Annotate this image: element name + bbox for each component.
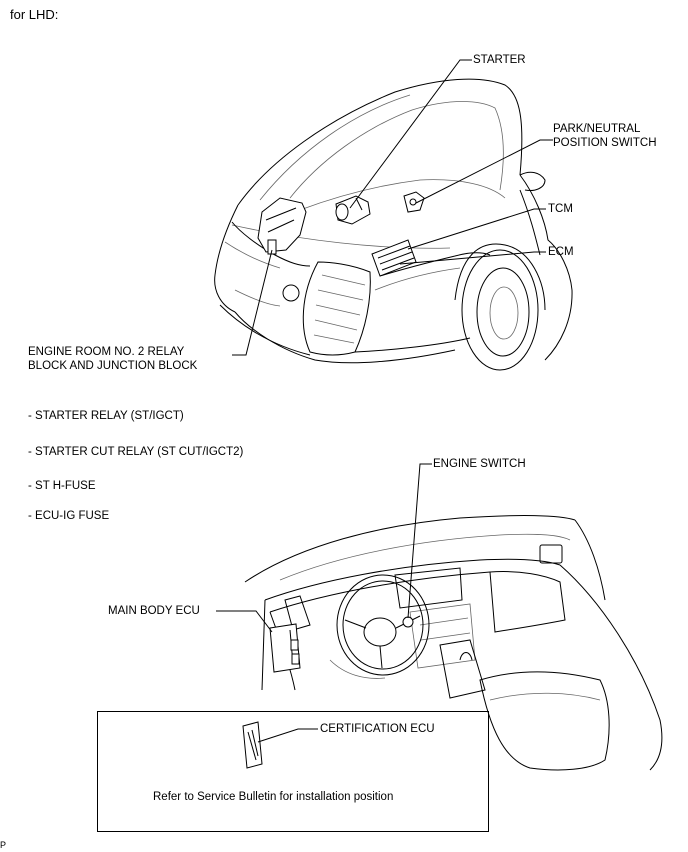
certification-ecu-part <box>242 721 263 769</box>
page-title: for LHD: <box>10 7 59 22</box>
relay-list-item: - STARTER CUT RELAY (ST CUT/IGCT2) <box>28 446 244 458</box>
label-park-neutral-line1: PARK/NEUTRAL <box>553 123 641 135</box>
label-park-neutral-line2: POSITION SWITCH <box>553 137 657 149</box>
ecm-part <box>371 239 417 277</box>
label-starter: STARTER <box>473 54 526 66</box>
label-ecm: ECM <box>548 246 574 258</box>
certification-ecu-note-box <box>97 711 489 832</box>
relay-list-item: - STARTER RELAY (ST/IGCT) <box>28 410 184 422</box>
label-relay-block-line1: ENGINE ROOM NO. 2 RELAY <box>28 346 185 358</box>
label-main-body-ecu: MAIN BODY ECU <box>108 605 200 617</box>
label-relay-block-line2: BLOCK AND JUNCTION BLOCK <box>28 360 198 372</box>
car-exterior-illustration <box>214 78 573 371</box>
label-tcm: TCM <box>548 203 573 215</box>
figure-id: P <box>0 840 7 850</box>
note-text: Refer to Service Bulletin for installati… <box>153 791 394 803</box>
label-engine-switch: ENGINE SWITCH <box>433 458 526 470</box>
park-neutral-switch-part <box>403 191 425 213</box>
label-certification-ecu: CERTIFICATION ECU <box>320 723 435 735</box>
interior-dashboard-illustration <box>244 515 663 771</box>
relay-list-item: - ST H-FUSE <box>28 480 96 492</box>
relay-list-item: - ECU-IG FUSE <box>28 510 110 522</box>
relay-block-part <box>257 197 307 255</box>
starter-part <box>335 195 371 225</box>
